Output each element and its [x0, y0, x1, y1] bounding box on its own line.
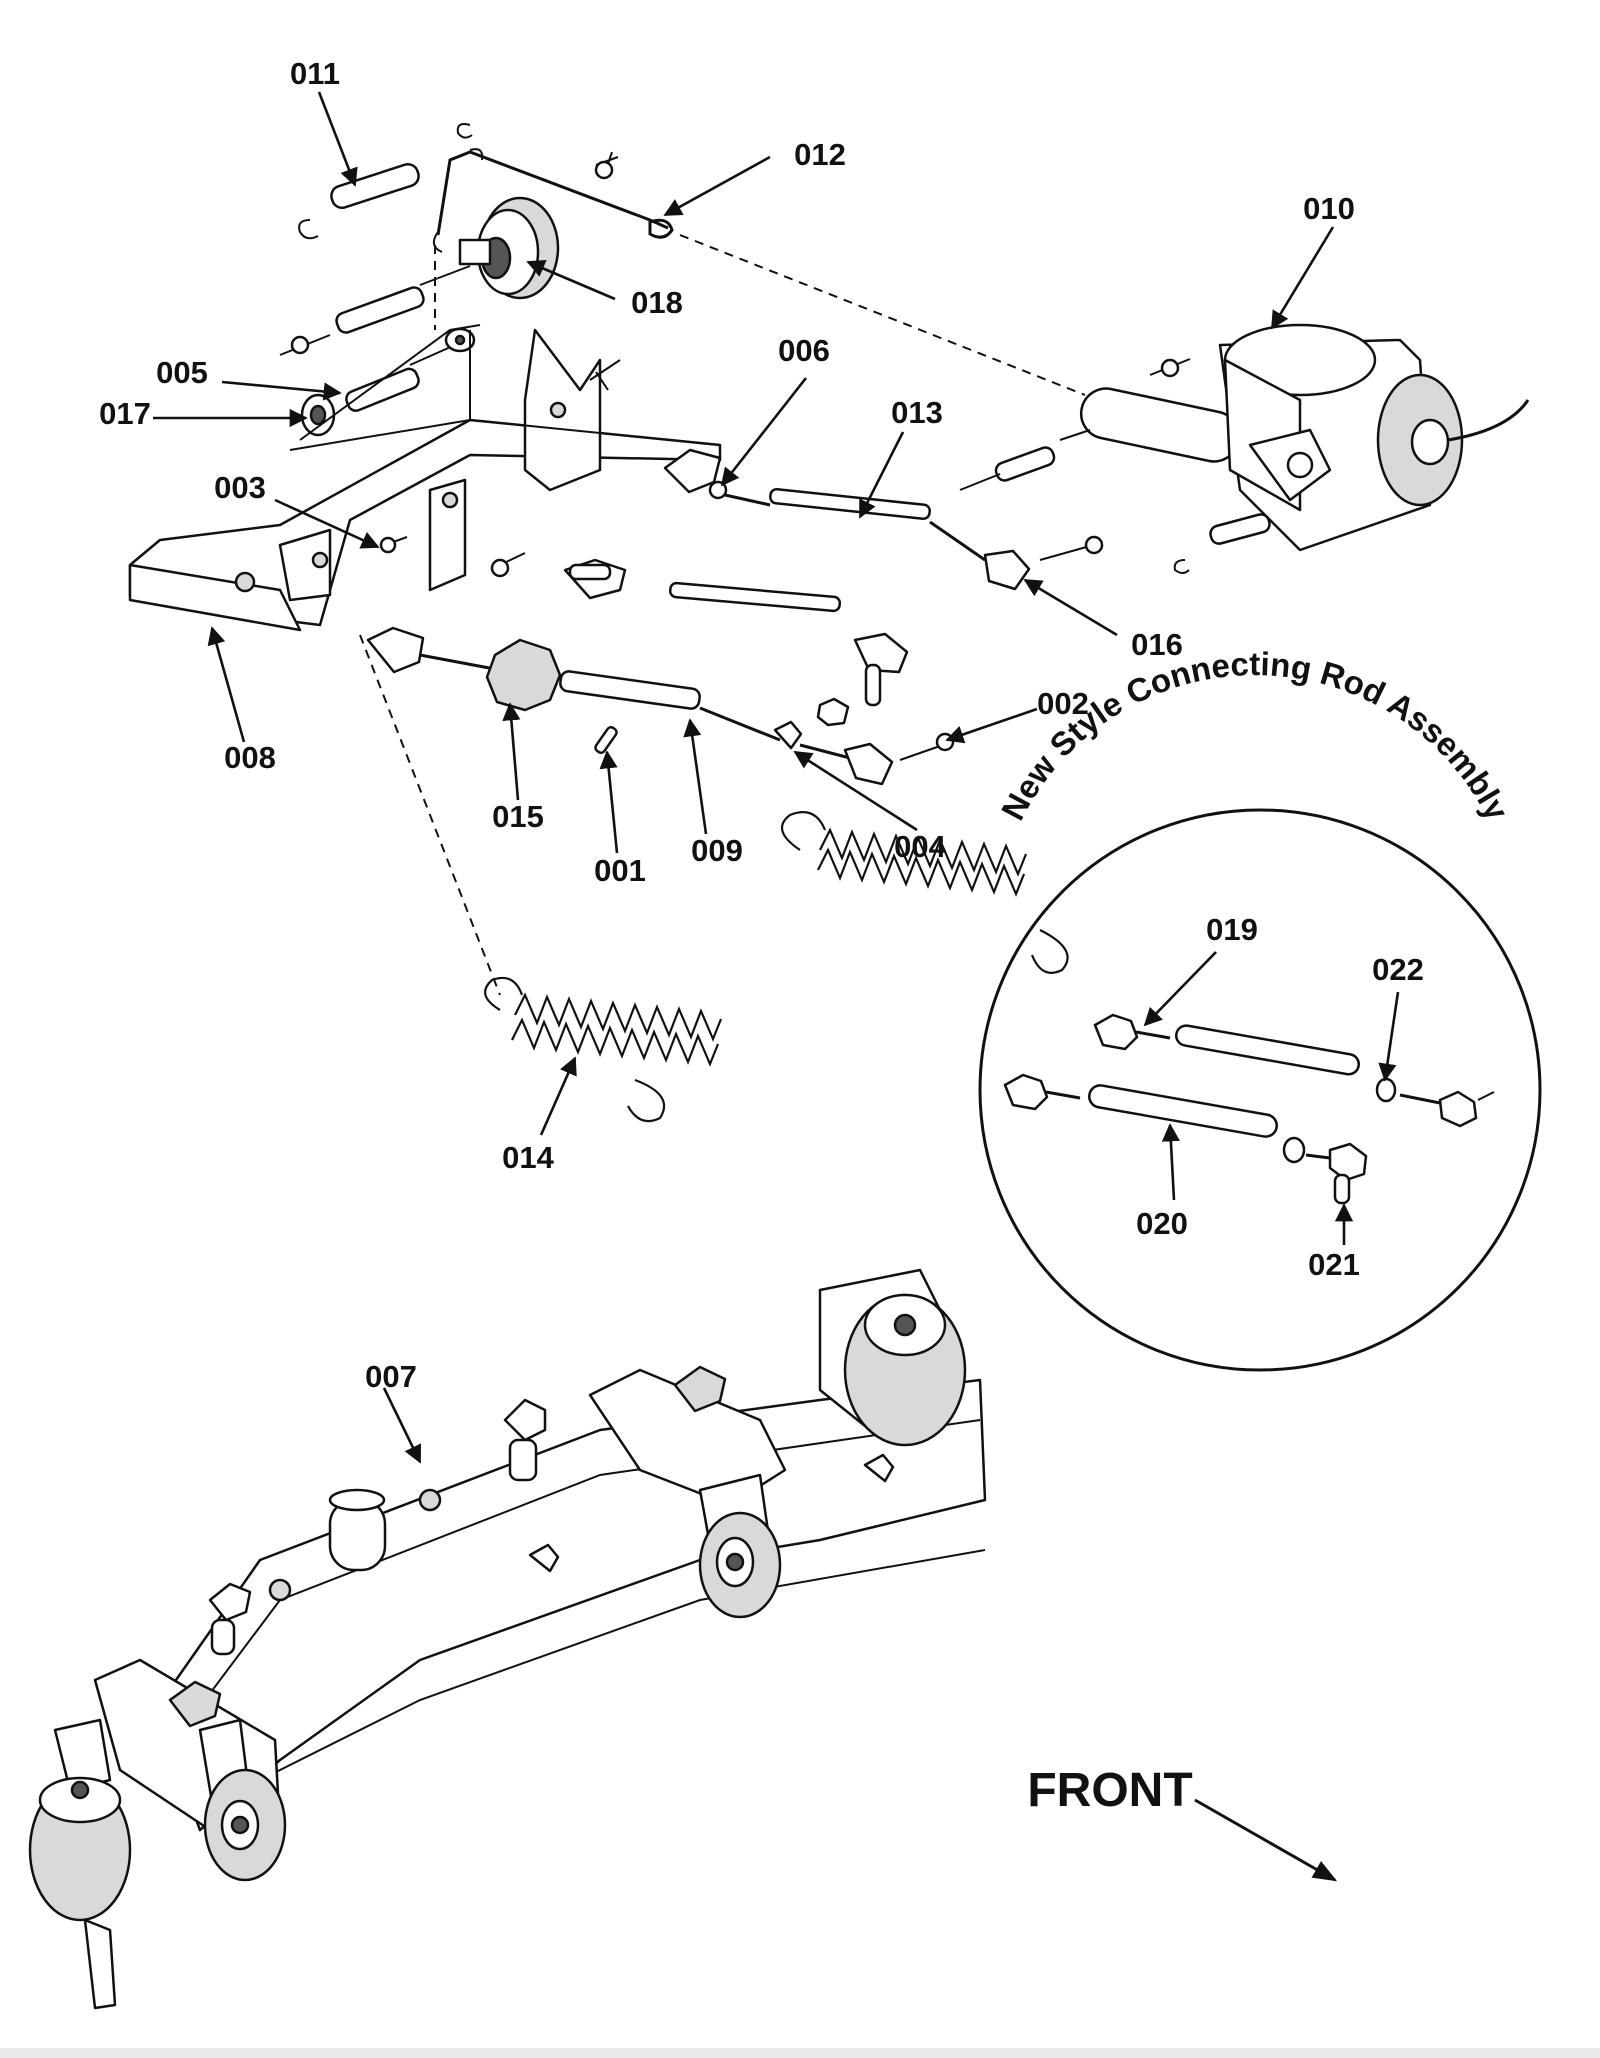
- label-005: 005: [156, 355, 208, 390]
- pin-005: [345, 327, 476, 412]
- label-002: 002: [1037, 686, 1089, 721]
- label-022: 022: [1372, 952, 1424, 987]
- label-007: 007: [365, 1359, 417, 1394]
- spring-upper: [780, 811, 1069, 974]
- page-bottom-edge: [0, 2048, 1600, 2058]
- label-019: 019: [1206, 912, 1258, 947]
- label-018: 018: [631, 285, 683, 320]
- deck-007: [28, 1268, 987, 2010]
- label-010: 010: [1303, 191, 1355, 226]
- pin-011: [298, 148, 484, 240]
- label-014: 014: [502, 1140, 554, 1175]
- label-001: 001: [594, 853, 646, 888]
- label-009: 009: [691, 833, 743, 868]
- label-021: 021: [1308, 1247, 1360, 1282]
- label-013: 013: [891, 395, 943, 430]
- bushing-017: [300, 393, 336, 437]
- rod-009-assembly: [366, 626, 955, 786]
- front-arrow-icon: [1194, 1798, 1338, 1882]
- inset-title: New Style Connecting Rod Assembly: [994, 645, 1517, 826]
- inset-new-style-connecting-rod: New Style Connecting Rod Assembly: [978, 645, 1542, 1372]
- label-006: 006: [778, 333, 830, 368]
- label-011: 011: [290, 56, 340, 91]
- label-012: 012: [794, 137, 846, 172]
- rod-013: [663, 448, 1104, 591]
- leader-lines: [153, 91, 1400, 1464]
- spring-014: [484, 976, 723, 1123]
- label-003: 003: [214, 470, 266, 505]
- front-direction-indicator: FRONT: [1027, 1764, 1338, 1882]
- label-015: 015: [492, 799, 544, 834]
- shaft-upper: [279, 265, 471, 356]
- rod-end-middle: [563, 558, 909, 727]
- cable-012: [432, 123, 674, 253]
- part-labels: 011 012 018 010 005 017 006 013 003 016 …: [99, 56, 1424, 1394]
- bracket-008: [128, 324, 722, 632]
- assembly-guide-lines: [359, 234, 1086, 996]
- actuator-010: [959, 323, 1530, 574]
- label-016: 016: [1131, 627, 1183, 662]
- label-020: 020: [1136, 1206, 1188, 1241]
- label-004: 004: [894, 829, 946, 864]
- pulley-018: [458, 151, 619, 300]
- label-017: 017: [99, 396, 151, 431]
- label-008: 008: [224, 740, 276, 775]
- front-label: FRONT: [1027, 1764, 1192, 1817]
